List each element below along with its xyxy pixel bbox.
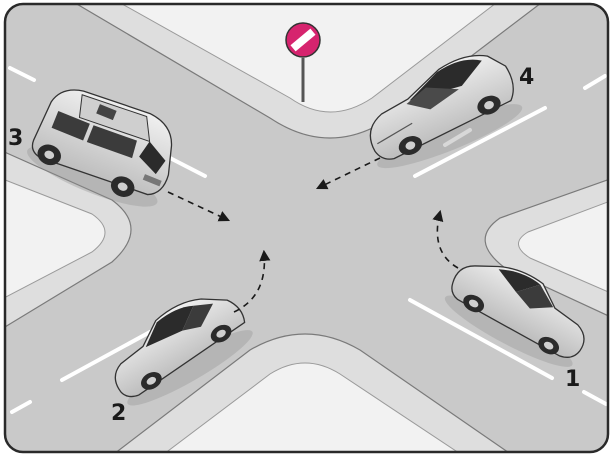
car-3 xyxy=(27,89,173,207)
car-2 xyxy=(114,298,253,406)
path-car-1 xyxy=(432,209,459,269)
label-car-2: 2 xyxy=(111,401,126,426)
lane-markings xyxy=(8,66,608,414)
label-car-3: 3 xyxy=(8,126,23,151)
left-block xyxy=(5,149,132,332)
frame xyxy=(3,2,610,454)
bottom-block xyxy=(108,333,517,452)
car-1 xyxy=(444,265,585,367)
trajectories xyxy=(167,157,459,313)
path-car-2 xyxy=(233,249,271,313)
path-car-3 xyxy=(167,191,231,222)
label-car-4: 4 xyxy=(519,65,534,90)
car-4 xyxy=(369,54,523,169)
path-car-4 xyxy=(315,157,381,190)
no-entry-sign xyxy=(285,22,321,102)
label-car-1: 1 xyxy=(565,367,580,392)
